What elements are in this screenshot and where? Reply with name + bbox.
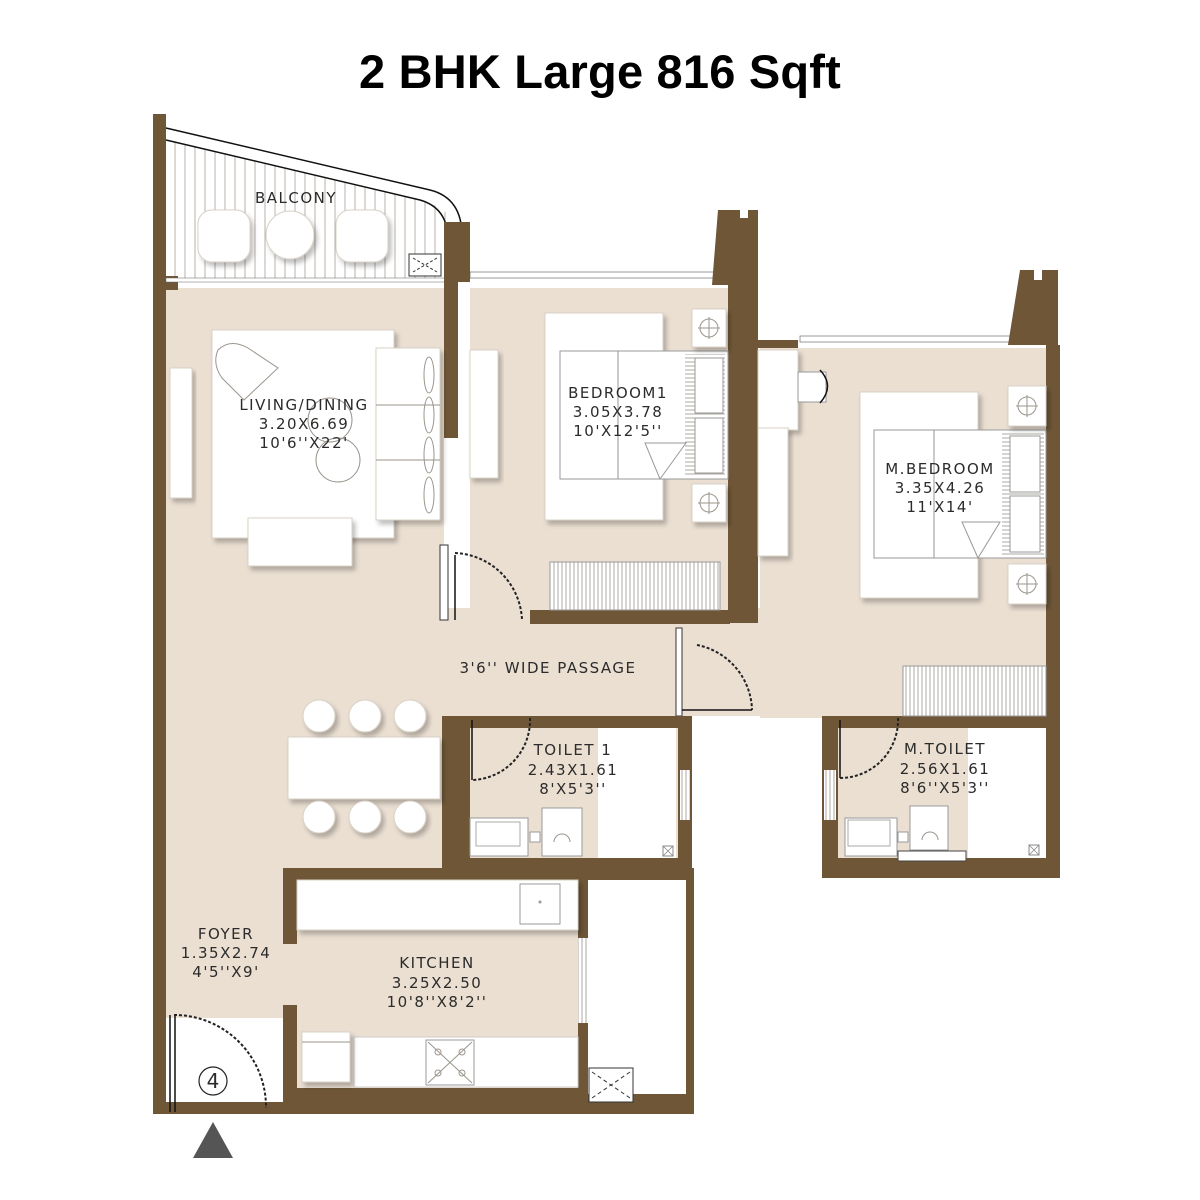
room-dim-mtoilet-imperial: 8'6''X5'3'' [900, 779, 990, 797]
balcony-chair-right [335, 209, 389, 263]
foyer-entrance: 4 [169, 1014, 268, 1158]
dining-chair [302, 800, 336, 834]
room-label-passage: 3'6'' WIDE PASSAGE [459, 659, 636, 677]
room-dim-bedroom1-imperial: 10'X12'5'' [573, 422, 663, 440]
kitchen-fixtures [296, 879, 634, 1103]
kitchen-sink [519, 883, 561, 925]
mbedroom-door[interactable] [696, 644, 753, 711]
room-dim-mtoilet-metric: 2.56X1.61 [900, 760, 991, 778]
mtoilet-fixtures [839, 717, 1040, 862]
toilet-seat [909, 805, 949, 851]
room-dim-toilet1-metric: 2.43X1.61 [528, 761, 619, 779]
room-dim-mbedroom-imperial: 11'X14' [906, 498, 973, 516]
unit-number-badge [198, 1066, 228, 1096]
toilet1-dry-area [598, 728, 676, 858]
room-dim-toilet1-imperial: 8'X5'3'' [539, 780, 606, 798]
room-dim-kitchen-imperial: 10'8''X8'2'' [387, 993, 488, 1011]
bedroom1-radiator [549, 561, 721, 611]
mbedroom-furniture [757, 349, 1047, 717]
room-label-mtoilet: M.TOILET [904, 740, 986, 758]
balcony-chair-left [197, 209, 251, 263]
room-dim-foyer-metric: 1.35X2.74 [181, 944, 272, 962]
main-door[interactable] [173, 1014, 268, 1109]
room-dim-living-imperial: 10'6''X22' [259, 434, 349, 452]
mtoilet-dry-area [968, 728, 1046, 858]
toilet1-fixtures [469, 717, 674, 857]
drain-box-icon [408, 253, 442, 277]
balcony-table [265, 210, 315, 260]
entry-arrow-icon [193, 1122, 233, 1158]
tv-unit [169, 367, 193, 499]
dining-chair [348, 699, 382, 733]
dining-table [287, 736, 441, 800]
coffee-table [247, 517, 353, 567]
plan-title: 2 BHK Large 816 Sqft [359, 45, 841, 98]
room-label-toilet1: TOILET 1 [533, 741, 613, 759]
refrigerator [301, 1031, 351, 1083]
room-dim-mbedroom-metric: 3.35X4.26 [895, 479, 986, 497]
living-rug [211, 329, 395, 539]
mbedroom-wardrobe [757, 427, 789, 557]
unit-number: 4 [207, 1069, 220, 1093]
room-label-living: LIVING/DINING [239, 396, 368, 414]
room-dim-bedroom1-metric: 3.05X3.78 [573, 403, 664, 421]
room-dim-living-metric: 3.20X6.69 [259, 415, 350, 433]
bedroom1-wardrobe [469, 349, 499, 479]
dining-chair [348, 800, 382, 834]
mbedroom-radiator [902, 665, 1047, 717]
sofa [375, 347, 441, 521]
room-label-mbedroom: M.BEDROOM [885, 460, 995, 478]
bedroom1-furniture [454, 308, 729, 621]
living-furniture [169, 329, 499, 834]
walls [153, 114, 1060, 1114]
room-label-balcony: BALCONY [255, 189, 337, 207]
toilet-seat [541, 807, 583, 857]
dining-chair [393, 800, 427, 834]
dining-chair [302, 699, 336, 733]
utility-area [588, 878, 688, 1090]
bedroom1-door[interactable] [454, 552, 523, 621]
study-desk [757, 349, 799, 431]
room-label-bedroom1: BEDROOM1 [568, 384, 668, 402]
room-dim-kitchen-metric: 3.25X2.50 [392, 974, 483, 992]
room-label-kitchen: KITCHEN [399, 954, 475, 972]
duct-void [692, 728, 822, 1108]
dining-chair [393, 699, 427, 733]
room-label-foyer: FOYER [198, 925, 254, 943]
room-dim-foyer-imperial: 4'5''X9' [192, 963, 259, 981]
mtoilet-door[interactable] [839, 717, 900, 779]
toilet1-door[interactable] [471, 717, 532, 781]
